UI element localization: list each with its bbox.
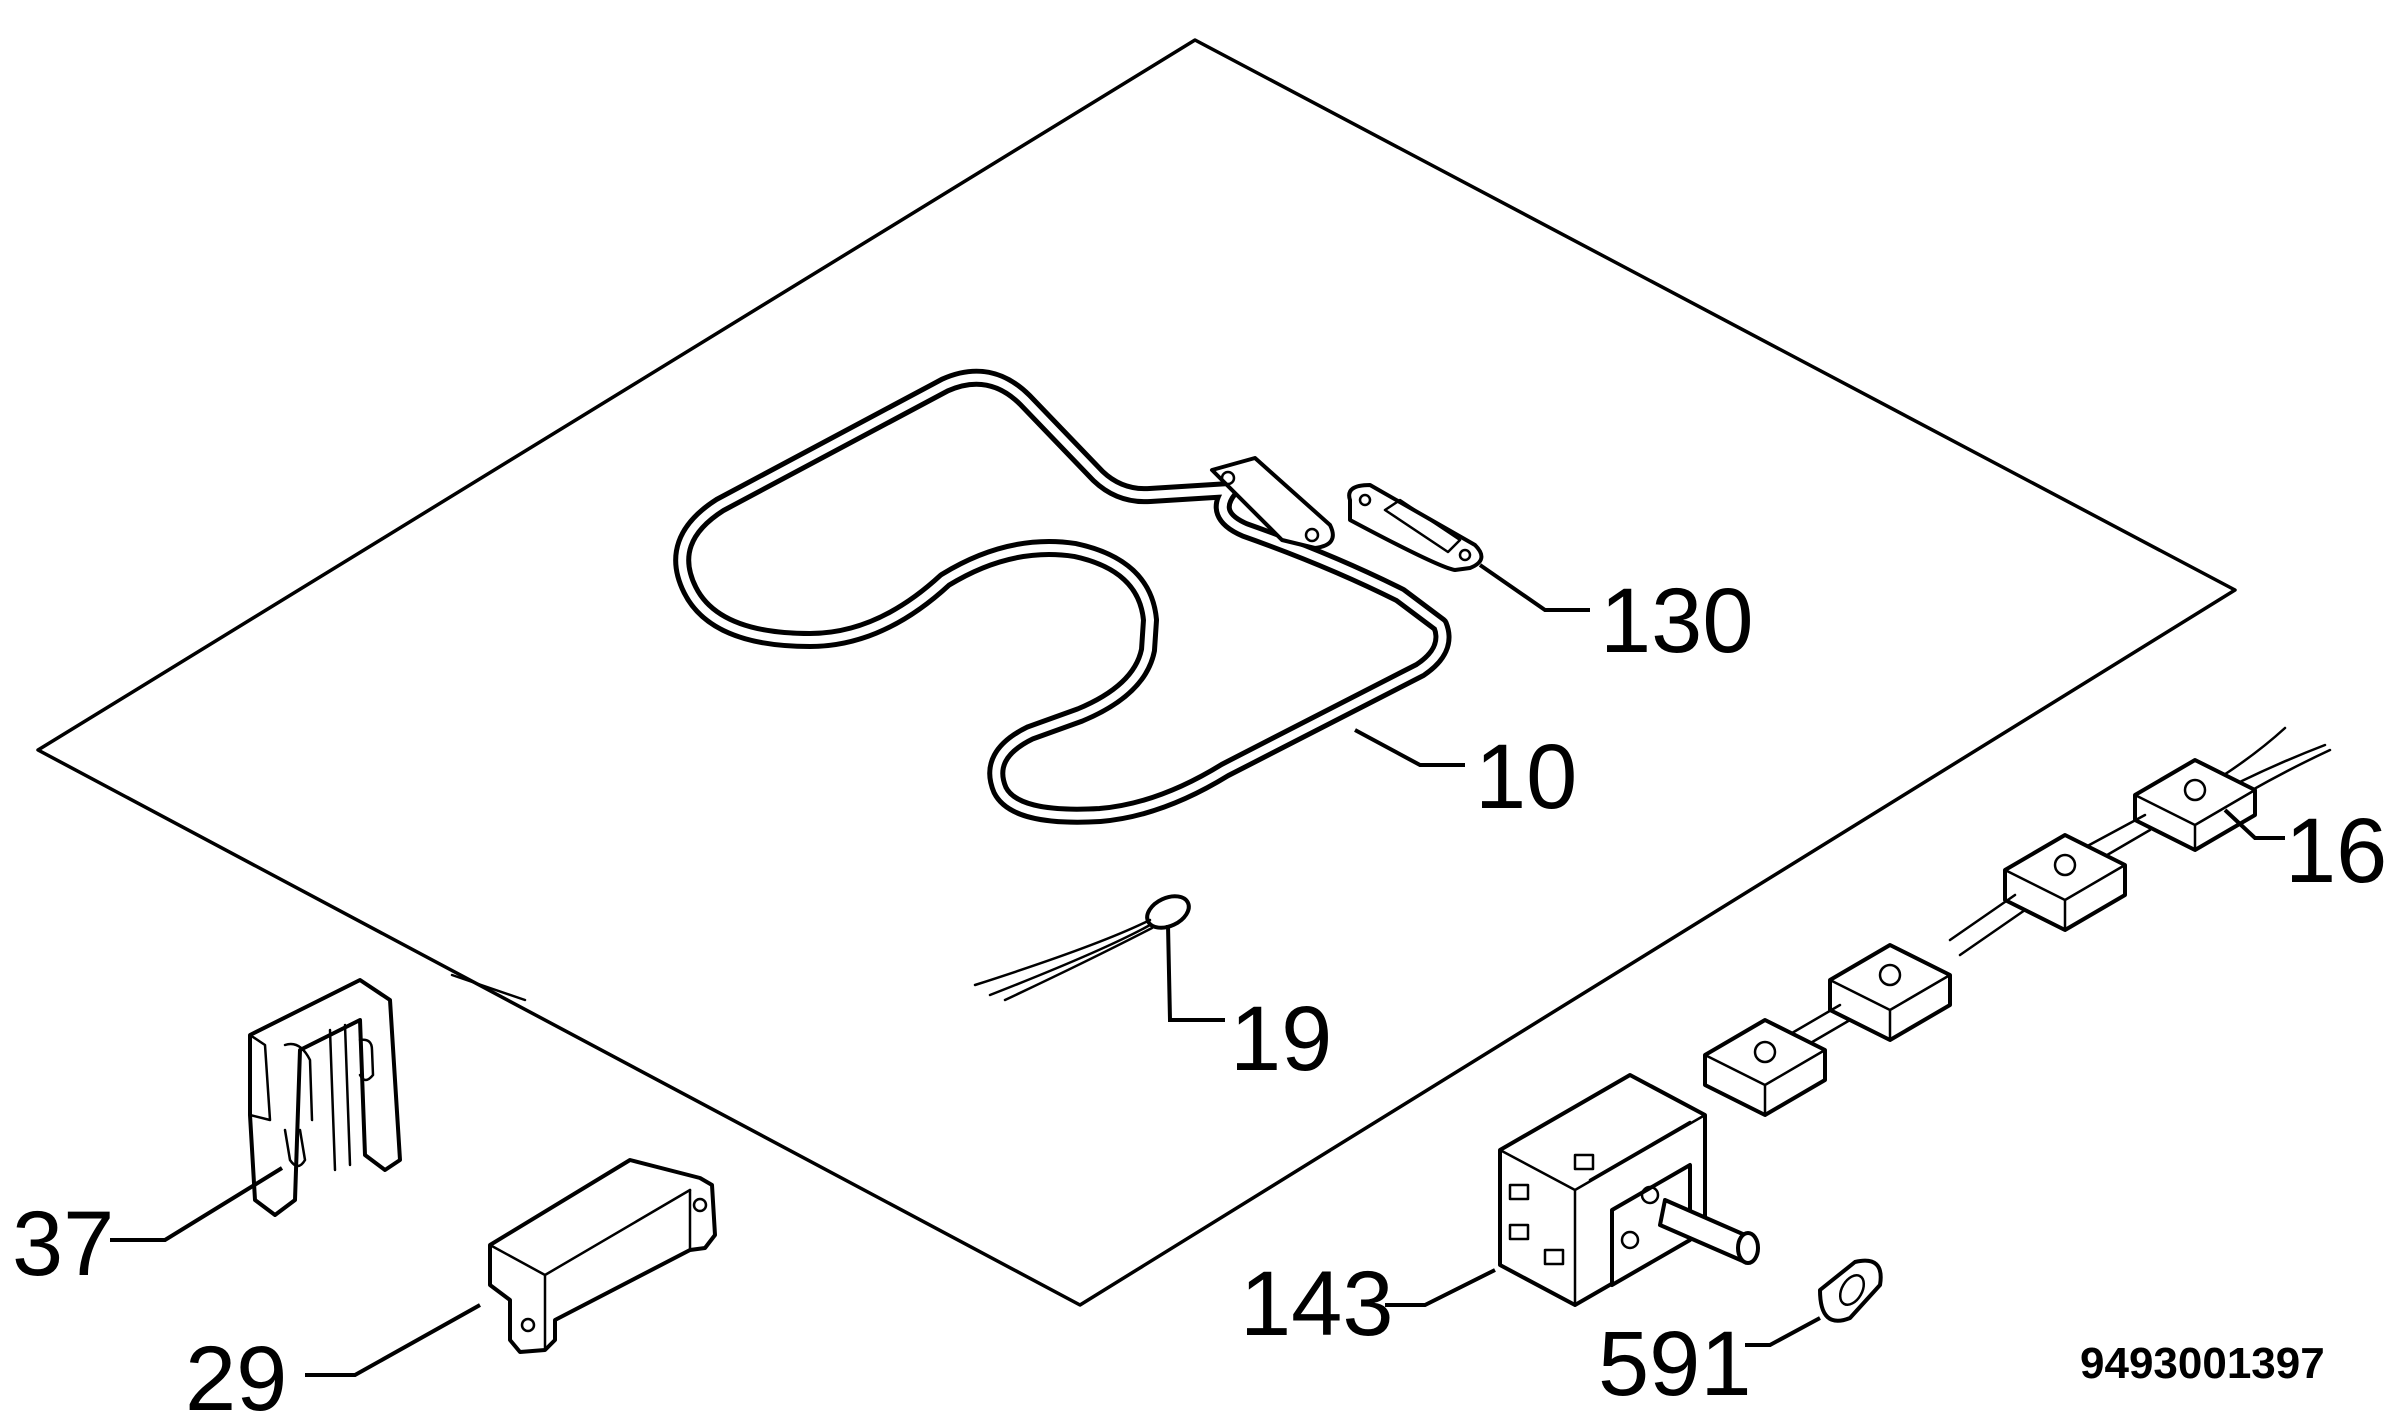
leader-19 [1166, 924, 1225, 1022]
oven-floor-panel [36, 38, 2237, 1307]
label-19: 19 [1230, 988, 1332, 1090]
leader-37 [110, 1166, 284, 1242]
document-number: 9493001397 [2080, 1339, 2325, 1388]
leader-591 [1745, 1316, 1821, 1347]
leader-143 [1385, 1268, 1496, 1307]
panel-edge-shadow [450, 973, 527, 1002]
heating-element [673, 368, 1452, 825]
temperature-probe [973, 894, 1191, 1002]
leader-16 [2223, 808, 2285, 840]
label-130: 130 [1600, 570, 1754, 672]
hinge-plate [488, 1158, 717, 1354]
thermostat-bracket [248, 978, 402, 1217]
label-37: 37 [12, 1193, 114, 1295]
label-143: 143 [1240, 1253, 1394, 1355]
leader-10 [1354, 728, 1465, 767]
selector-switch [1498, 1073, 1760, 1307]
terminal-block-strip [1703, 726, 2332, 1117]
label-29: 29 [185, 1328, 287, 1413]
label-591: 591 [1598, 1313, 1752, 1413]
leader-130 [1478, 563, 1590, 612]
leader-29 [305, 1303, 481, 1377]
gasket [1347, 483, 1484, 572]
washer [1818, 1258, 1883, 1323]
label-10: 10 [1475, 726, 1577, 828]
label-16: 16 [2285, 800, 2387, 902]
